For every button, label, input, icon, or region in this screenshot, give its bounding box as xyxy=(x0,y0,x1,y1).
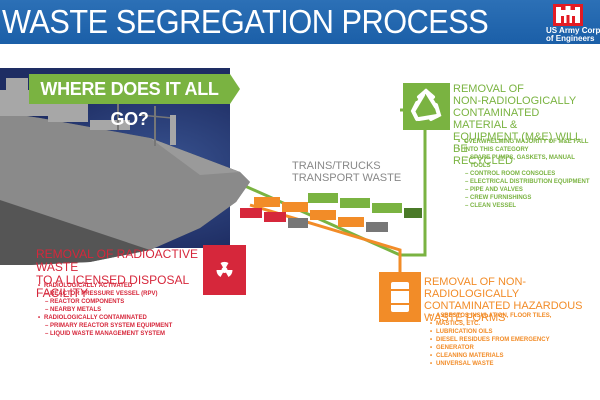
org-line-1: US Army Corps xyxy=(546,26,600,35)
radioactive-list-item: PRIMARY REACTOR SYSTEM EQUIPMENT xyxy=(36,322,206,330)
barrel-icon xyxy=(391,282,409,312)
header-bar: WASTE SEGREGATION PROCESS US Army Corps … xyxy=(0,0,600,44)
train-orange xyxy=(254,197,388,232)
hazardous-list-item: MASTICS, ETC. xyxy=(428,320,600,328)
transport-line-2: TRANSPORT WASTE xyxy=(292,172,402,184)
radioactive-list-item: REACTOR PRESSURE VESSEL (RPV) xyxy=(36,290,206,298)
recycle-list-item: SPARE PUMPS, GASKETS, MANUAL TOOLS xyxy=(456,154,596,170)
ship-hull xyxy=(0,112,250,265)
page-title: WASTE SEGREGATION PROCESS xyxy=(2,3,489,40)
recycle-list-item: ELECTRICAL DISTRIBUTION EQUIPMENT xyxy=(456,178,596,186)
radioactive-list-item: LIQUID WASTE MANAGEMENT SYSTEM xyxy=(36,330,206,338)
hazardous-list-item: DIESEL RESIDUES FROM EMERGENCY xyxy=(428,336,600,344)
recycle-icon xyxy=(410,88,442,121)
recycle-title-line: NON-RADIOLOGICALLY xyxy=(453,95,577,107)
recycle-list-item: PIPE AND VALVES xyxy=(456,186,596,194)
recycle-title-line: REMOVAL OF xyxy=(453,83,524,95)
radioactive-list-item: RADIOLOGICALLY ACTIVATED xyxy=(36,282,206,290)
hazardous-list-item: UNIVERSAL WASTE xyxy=(428,360,600,368)
recycle-title-line: CONTAMINATED MATERIAL & xyxy=(453,107,540,131)
hazardous-list-item: LUBRICATION OILS xyxy=(428,328,600,336)
transport-line-1: TRAINS/TRUCKS xyxy=(292,160,381,172)
radioactive-list-item: REACTOR COMPONENTS xyxy=(36,298,206,306)
recycle-icon-box xyxy=(403,83,450,130)
castle-icon xyxy=(553,4,583,26)
barrel-icon-box xyxy=(379,272,421,322)
hazardous-list-item: ASBESTOS INSULATION, FLOOR TILES, xyxy=(428,312,600,320)
hazardous-list-item: GENERATOR xyxy=(428,344,600,352)
organization-name: US Army Corps of Engineers xyxy=(546,27,600,43)
where-banner: WHERE DOES IT ALL GO? xyxy=(29,74,240,129)
train-red xyxy=(240,208,308,228)
radioactive-list: RADIOLOGICALLY ACTIVATEDREACTOR PRESSURE… xyxy=(36,282,206,338)
hazardous-title-line: REMOVAL OF NON-RADIOLOGICALLY xyxy=(424,276,527,300)
recycle-list-item: OVERWHELMING MAJORITY OF M&E FALL xyxy=(456,138,596,146)
recycle-list-item: INTO THIS CATEGORY xyxy=(456,146,596,154)
radiation-icon-box xyxy=(203,245,246,295)
recycle-list-item: CLEAN VESSEL xyxy=(456,202,596,210)
transport-label: TRAINS/TRUCKS TRANSPORT WASTE xyxy=(292,160,401,184)
recycle-list: OVERWHELMING MAJORITY OF M&E FALLINTO TH… xyxy=(456,138,596,210)
hazardous-list: ASBESTOS INSULATION, FLOOR TILES,MASTICS… xyxy=(428,312,600,368)
recycle-list-item: CONTROL ROOM CONSOLES xyxy=(456,170,596,178)
radioactive-list-item: NEARBY METALS xyxy=(36,306,206,314)
train-green xyxy=(308,193,422,218)
hazardous-list-item: CLEANING MATERIALS xyxy=(428,352,600,360)
radiation-icon xyxy=(216,261,233,277)
recycle-list-item: CREW FURNISHINGS xyxy=(456,194,596,202)
hazardous-title-line: CONTAMINATED HAZARDOUS xyxy=(424,300,583,312)
radioactive-list-item: RADIOLOGICALLY CONTAMINATED xyxy=(36,314,206,322)
ship-illustration xyxy=(0,78,427,272)
radioactive-title-line: REMOVAL OF RADIOACTIVE WASTE xyxy=(36,247,199,274)
org-line-2: of Engineers xyxy=(546,34,595,43)
